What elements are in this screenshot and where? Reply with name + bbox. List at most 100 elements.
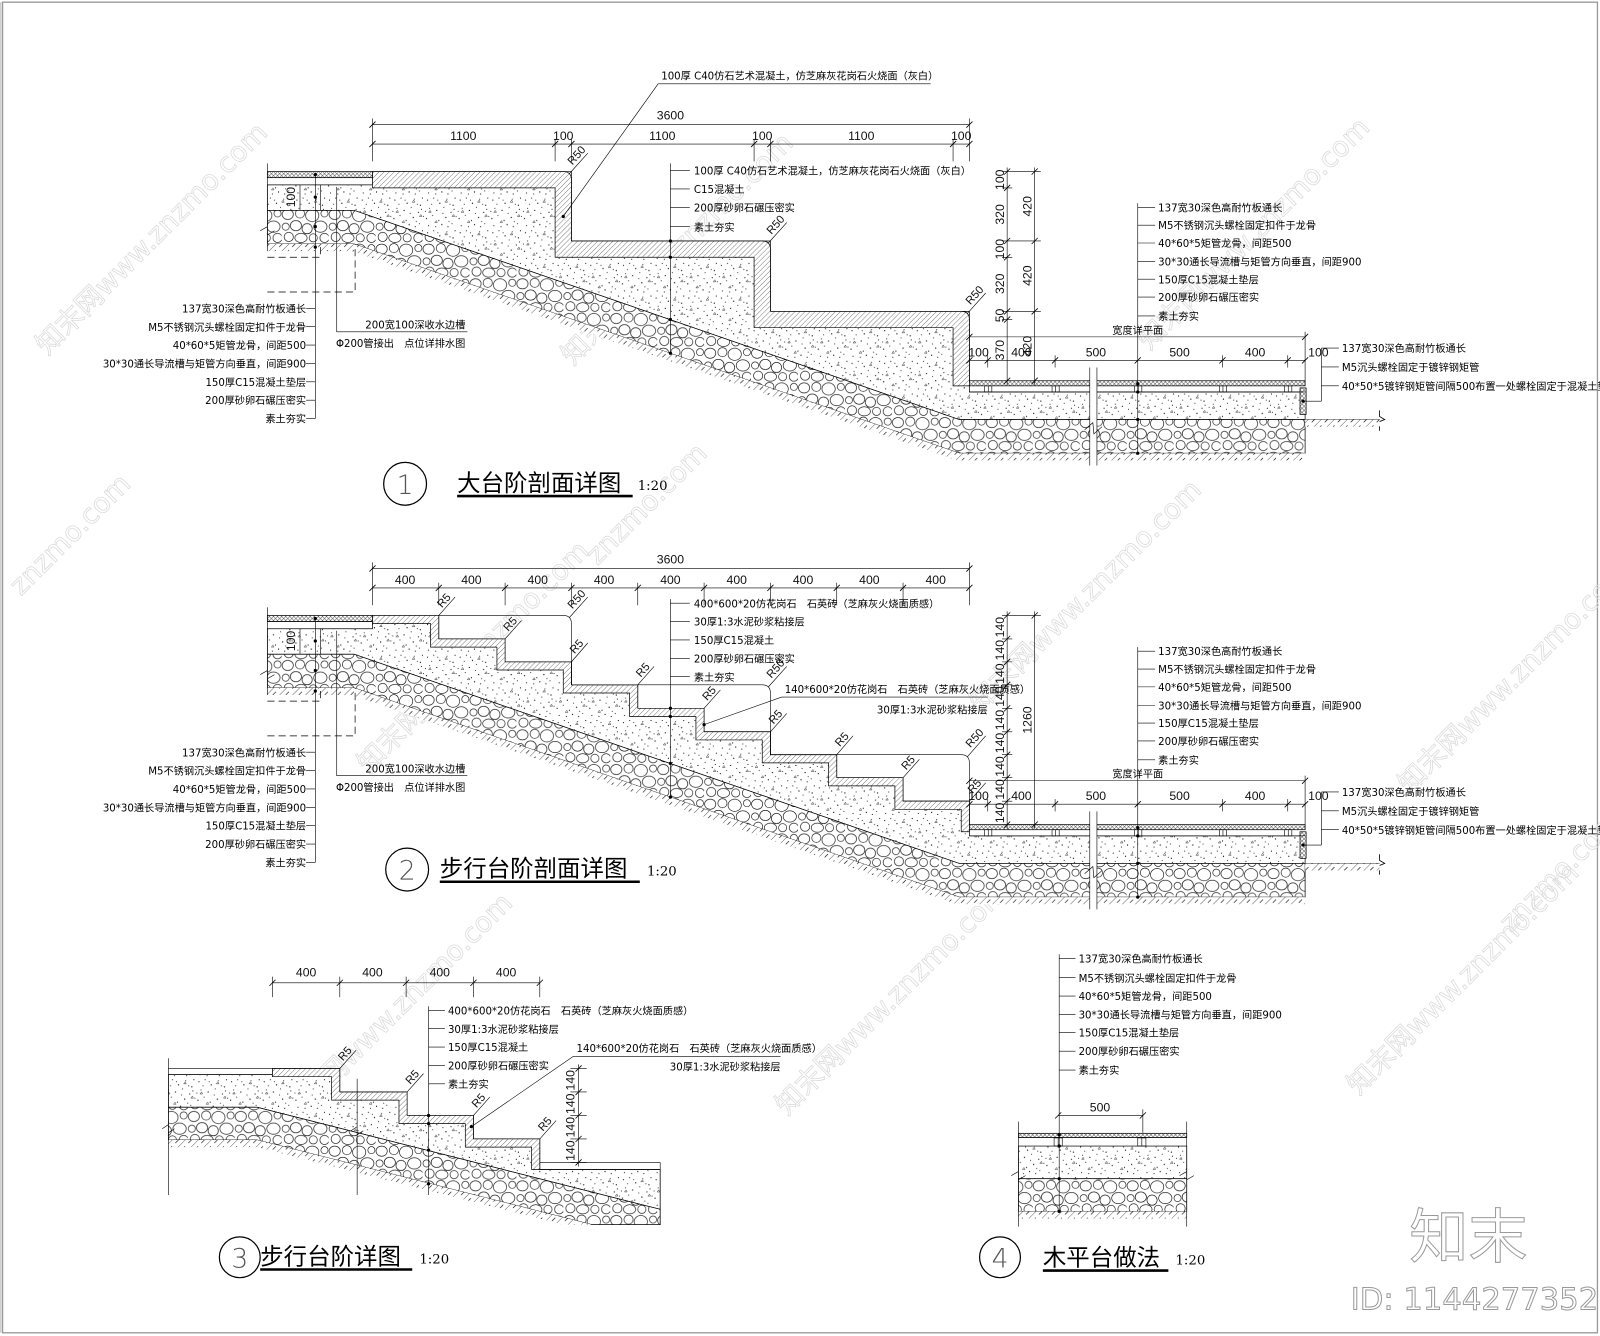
section-title: 木平台做法: [1043, 1243, 1160, 1271]
layer-note: M5不锈钢沉头螺栓固定扣件于龙骨: [148, 321, 306, 334]
vdim: 320: [993, 273, 1007, 294]
dim-tread: 400: [296, 966, 317, 980]
layer-note: 100厚 C40仿石艺术混凝土，仿芝麻灰花岗石火烧面（灰白）: [694, 165, 971, 178]
right-note-leader: [1137, 647, 1156, 898]
section-title: 大台阶剖面详图: [457, 469, 621, 497]
vdim: 140: [993, 779, 1007, 800]
section-1-large-step-section: 100厚 C40仿石艺术混凝土，仿芝麻灰花岗石火烧面（灰白） 3600 1100…: [103, 70, 1600, 506]
section-number-circle: [383, 461, 428, 506]
dimension-ticks: [1054, 1112, 1147, 1119]
layer-note: 200厚砂卵石碾压密实: [205, 394, 306, 407]
vertical-dim-ticks: [575, 1065, 582, 1166]
radius-leaders: [438, 596, 986, 802]
dim-tread: 400: [430, 966, 451, 980]
vdim: 140: [993, 733, 1007, 754]
radius-label: R5: [899, 754, 918, 773]
riser-note: 30厚1:3水泥砂浆粘接层: [670, 1061, 781, 1074]
deck-boundary-lines: [1011, 1121, 1195, 1227]
note-leader: [1058, 954, 1076, 1212]
layer-note: 200厚砂卵石碾压密实: [205, 838, 306, 851]
vdim-riser: 420: [1021, 196, 1035, 217]
left-bamboo-deck-board: [266, 615, 373, 622]
layer-note: M5不锈钢沉头螺栓固定扣件于龙骨: [1158, 663, 1316, 676]
vdim: 140: [993, 756, 1007, 777]
layer-note: 400*600*20仿花岗石 石英砖（芝麻灰火烧面质感）: [694, 597, 939, 610]
layer-note: 137宽30深色高耐竹板通长: [1158, 645, 1282, 658]
end-note: M5沉头螺栓固定于镀锌钢矩管: [1342, 805, 1480, 818]
radius-label: R5: [634, 661, 653, 680]
gravel-layer: [1018, 1178, 1188, 1212]
layer-note: M5不锈钢沉头螺栓固定扣件于龙骨: [148, 765, 306, 778]
watermark-text: znzmo.com: [1493, 804, 1600, 938]
ground-hatch: [1305, 419, 1380, 427]
end-note: M5沉头螺栓固定于镀锌钢矩管: [1342, 361, 1480, 374]
vdim: 140: [993, 617, 1007, 638]
radius-label: R5: [700, 684, 719, 703]
radius-label: R5: [568, 638, 587, 657]
layer-note: 150厚C15混凝土: [448, 1041, 528, 1054]
layer-note: 40*60*5矩管龙骨，间距500: [173, 339, 306, 352]
layer-note: 400*600*20仿花岗石 石英砖（芝麻灰火烧面质感）: [448, 1004, 693, 1017]
vdim-riser: 420: [1021, 265, 1035, 286]
deck-dim: 500: [1086, 345, 1107, 359]
layer-note: 30厚1:3水泥砂浆粘接层: [694, 616, 805, 629]
radius-label: R50: [566, 144, 589, 167]
layer-note: 素土夯实: [265, 856, 306, 869]
dim-tread: 400: [395, 573, 416, 587]
break-gap: [1089, 369, 1097, 466]
vdim: 140: [993, 803, 1007, 824]
center-note-leader: [670, 599, 690, 798]
layer-note: 150厚C15混凝土垫层: [1158, 273, 1259, 286]
section-number: 4: [992, 1243, 1009, 1274]
top-dimension-lines: [372, 562, 970, 606]
center-note-leader: [428, 1006, 445, 1196]
deck-dim: 500: [1169, 789, 1190, 803]
layer-note: 30*30通长导流槽与矩管方向垂直，间距900: [1158, 255, 1361, 268]
dim-tread: 1100: [649, 129, 676, 143]
vertical-dim-ticks: [1003, 168, 1039, 385]
break-line: [1084, 811, 1103, 910]
top-dimension-lines: [372, 118, 970, 162]
layer-note: 150厚C15混凝土垫层: [205, 820, 306, 833]
layer-note: 素土夯实: [1079, 1064, 1120, 1077]
layer-note: 30*30通长导流槽与矩管方向垂直，间距900: [103, 801, 306, 814]
drain-channel-outline: [267, 244, 356, 293]
section-4-wood-deck-detail: 137宽30深色高耐竹板通长 M5不锈钢沉头螺栓固定扣件于龙骨 40*60*5矩…: [978, 952, 1282, 1279]
section-3-walking-step-detail: 400 400 400 400 R5 R5 R5 R5 400*600*20仿花…: [162, 966, 822, 1279]
radius-label: R5: [404, 1068, 423, 1087]
layer-note: 150厚C15混凝土: [694, 634, 774, 647]
vdim: 140: [563, 1117, 577, 1138]
vdim: 100: [993, 239, 1007, 260]
section-scale: 1:20: [419, 1252, 449, 1267]
dim-tread: 400: [859, 573, 880, 587]
riser-note: 30厚1:3水泥砂浆粘接层: [877, 703, 988, 716]
layer-note: 素土夯实: [694, 671, 735, 684]
section-1-title: 1 大台阶剖面详图 1:20: [383, 461, 668, 506]
radius-label: R50: [765, 214, 788, 237]
layer-note: 40*60*5矩管龙骨，间距500: [1158, 681, 1291, 694]
dim-tread: 400: [793, 573, 814, 587]
drain-depth-dim: 100: [284, 187, 298, 208]
watermark-text: znzmo.com: [580, 437, 714, 571]
layer-note: 30*30通长导流槽与矩管方向垂直，间距900: [103, 357, 306, 370]
radius-label: R5: [767, 708, 786, 727]
dim-tread: 400: [727, 573, 748, 587]
layer-note: 200厚砂卵石碾压密实: [1158, 291, 1259, 304]
riser-note: 140*600*20仿花岗石 石英砖（芝麻灰火烧面质感）: [577, 1042, 822, 1055]
riser-note-leader: [471, 1055, 781, 1127]
watermark-text: znzmo.com: [3, 468, 137, 602]
dim-tread: 1100: [450, 129, 477, 143]
radius-leaders: [569, 152, 986, 314]
dimension-ticks: [369, 121, 973, 148]
layer-note: 200厚砂卵石碾压密实: [1079, 1045, 1180, 1058]
layer-note: 素土夯实: [1158, 310, 1199, 323]
leader-dots: [313, 616, 1305, 899]
layer-note: M5不锈钢沉头螺栓固定扣件于龙骨: [1079, 972, 1237, 985]
section-number: 2: [399, 856, 416, 887]
dim-tread: 400: [461, 573, 482, 587]
dim-nosing: 100: [951, 129, 972, 143]
layer-note: 40*60*5矩管龙骨，间距500: [1158, 237, 1291, 250]
steel-joists: [1053, 1137, 1147, 1147]
vdim: 140: [993, 640, 1007, 661]
dim-total: 3600: [657, 552, 684, 566]
